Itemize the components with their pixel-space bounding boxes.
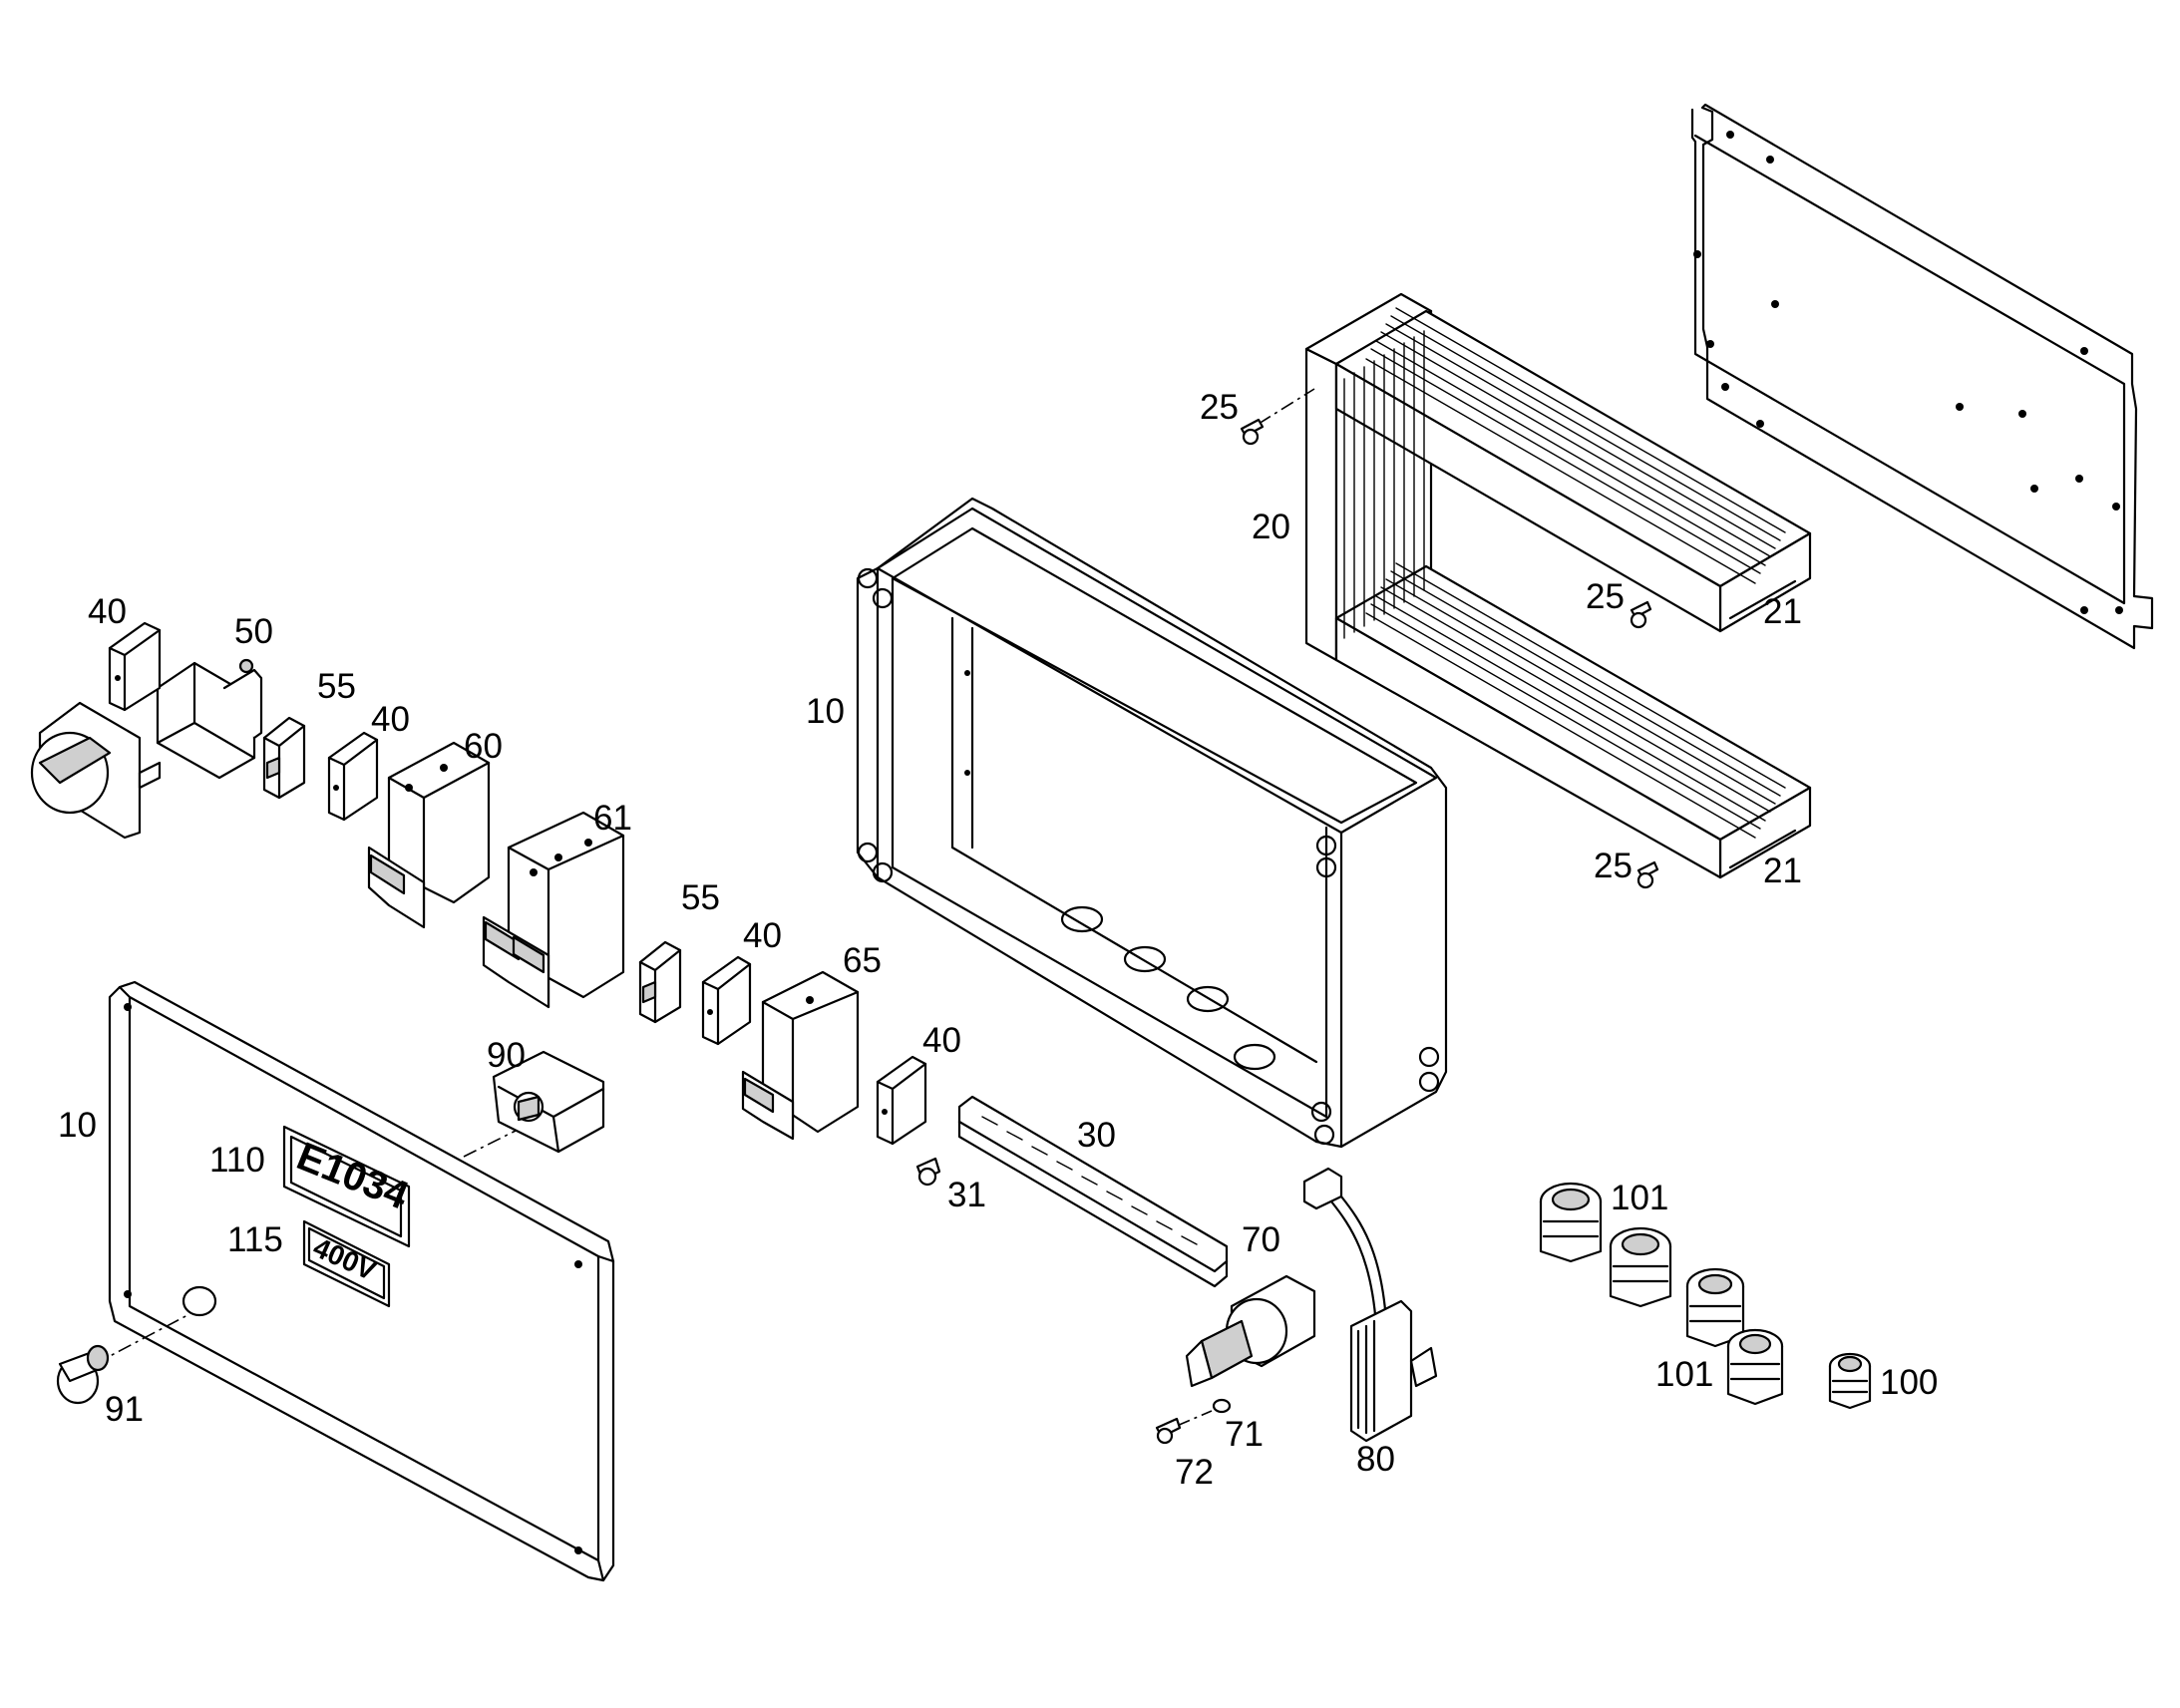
cable-gland-101-b xyxy=(1609,1226,1672,1308)
label-65: 65 xyxy=(843,941,882,980)
label-40-c: 40 xyxy=(743,916,782,955)
housing xyxy=(856,497,1448,1149)
cable-duct-frame xyxy=(1304,292,1812,879)
label-25-mid: 25 xyxy=(1586,577,1625,616)
screw-25-top xyxy=(1240,388,1315,446)
label-25-low: 25 xyxy=(1594,847,1633,885)
label-90: 90 xyxy=(487,1036,526,1075)
end-bracket-40-c xyxy=(701,955,752,1046)
label-101-b: 101 xyxy=(1655,1355,1713,1394)
label-10-cover: 10 xyxy=(58,1106,97,1145)
circuit-breaker-60 xyxy=(367,741,491,929)
main-switch xyxy=(30,658,263,840)
washer-71 xyxy=(1212,1398,1232,1414)
label-30: 30 xyxy=(1077,1116,1116,1155)
label-25-top: 25 xyxy=(1200,388,1239,427)
label-101-a: 101 xyxy=(1611,1179,1668,1217)
terminal-clamp-55-b xyxy=(638,940,682,1024)
screw-72 xyxy=(1155,1410,1213,1445)
label-40-d: 40 xyxy=(922,1021,961,1060)
screw-25-mid xyxy=(1630,600,1652,629)
label-115: 115 xyxy=(227,1220,283,1259)
label-71: 71 xyxy=(1225,1415,1264,1454)
label-60: 60 xyxy=(464,727,503,766)
label-80: 80 xyxy=(1356,1440,1395,1479)
label-91: 91 xyxy=(105,1390,144,1429)
duct-slots-lower xyxy=(1365,562,1786,839)
screw-25-low xyxy=(1636,860,1659,889)
label-100: 100 xyxy=(1880,1363,1938,1402)
label-70: 70 xyxy=(1242,1220,1280,1259)
label-40-a: 40 xyxy=(88,592,127,631)
din-rail xyxy=(957,1095,1229,1288)
duct-slots-vertical xyxy=(1343,330,1425,639)
label-110: 110 xyxy=(209,1141,265,1180)
auxiliary-contact xyxy=(463,1050,605,1158)
end-bracket-40-a xyxy=(108,621,162,712)
duct-slots-upper xyxy=(1365,307,1786,584)
label-10-housing: 10 xyxy=(806,692,845,731)
label-21-lower: 21 xyxy=(1763,852,1802,890)
label-55-a: 55 xyxy=(317,667,356,706)
terminal-clamp-55-a xyxy=(262,716,306,800)
socket xyxy=(1185,1274,1316,1388)
cable-gland-101-a xyxy=(1539,1182,1603,1263)
label-31: 31 xyxy=(947,1176,986,1214)
label-21-upper: 21 xyxy=(1763,592,1802,631)
label-40-b: 40 xyxy=(371,700,410,739)
screw-31 xyxy=(915,1157,941,1187)
mounting-plate xyxy=(1690,103,2154,650)
end-bracket-40-b xyxy=(327,731,379,822)
label-20: 20 xyxy=(1252,508,1290,546)
cable-gland-101-c xyxy=(1685,1267,1745,1348)
label-50: 50 xyxy=(234,612,273,651)
resistor-module xyxy=(1302,1167,1438,1443)
end-bracket-40-d xyxy=(876,1055,927,1146)
label-72: 72 xyxy=(1175,1453,1214,1492)
push-button xyxy=(56,1313,190,1405)
cable-gland-101-d xyxy=(1726,1328,1784,1406)
cable-gland-100 xyxy=(1828,1352,1872,1410)
circuit-breaker-65 xyxy=(741,970,860,1141)
label-55-b: 55 xyxy=(681,878,720,917)
circuit-breaker-61 xyxy=(482,811,625,1009)
label-61: 61 xyxy=(593,799,632,838)
